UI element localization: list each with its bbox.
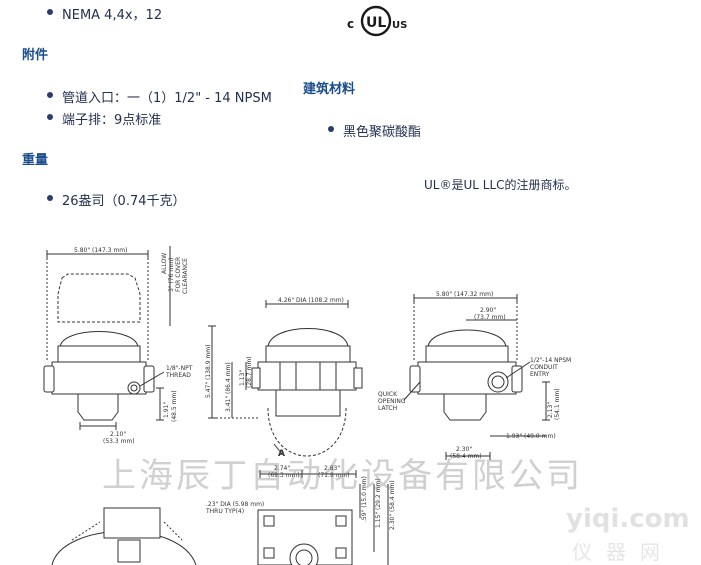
right-latch-label: LATCH xyxy=(378,405,397,412)
ul-logo: c UL US xyxy=(344,4,410,38)
right-base-label: 2.30" xyxy=(456,446,472,453)
weight-heading: 重量 xyxy=(22,153,49,168)
left-base-label: 2.10" xyxy=(110,431,126,438)
ul-us: US xyxy=(392,20,407,31)
left-base-label: (53.3 mm) xyxy=(103,438,135,445)
left-height-label: (48.5 mm) xyxy=(171,390,178,422)
site-cn-watermark: 仪器网 xyxy=(572,540,674,564)
trademark-note: UL®是UL LLC的注册商标。 xyxy=(424,178,577,192)
bottom-v3-label: 2.30" (58.4 mm) xyxy=(389,480,396,530)
right-w2-label: (73.7 mm) xyxy=(474,314,506,321)
right-latch-label: QUICK xyxy=(378,391,398,398)
bullet xyxy=(47,195,53,201)
weight-item: 26盎司（0.74千克） xyxy=(62,194,186,209)
dimension-drawing: 5.80" (147.3 mm) ALLOW 3" (76 mm) FOR CO… xyxy=(43,246,571,565)
materials-heading: 建筑材料 xyxy=(303,82,356,97)
right-offset-label: 1.93" (49.0 mm) xyxy=(506,433,556,440)
right-conduit-label: CONDUIT xyxy=(530,364,558,371)
middle-h1-label: 5.47" (138.9 mm) xyxy=(205,345,212,398)
bottom-v2-label: 1.15" (29.2 mm) xyxy=(375,478,382,528)
middle-marker: A xyxy=(278,449,285,459)
bottom-v1-label: .59" (15.0 mm) xyxy=(361,476,368,522)
ul-letters: UL xyxy=(366,15,386,31)
left-thread-label: THREAD xyxy=(165,372,191,379)
bullet xyxy=(47,92,53,98)
bullet xyxy=(47,9,53,15)
right-height-label: 2.13" xyxy=(547,402,554,418)
middle-w1-label: (69.3 mm) xyxy=(268,472,300,479)
middle-w1-label: 2.74" xyxy=(274,465,290,472)
right-width-label: 5.80" (147.32 mm) xyxy=(436,291,493,298)
middle-w2-label: (71.9 mm) xyxy=(318,472,350,479)
material-item: 黑色聚碳酸酯 xyxy=(343,125,422,140)
middle-w2-label: 2.83" xyxy=(324,465,340,472)
right-conduit-label: ENTRY xyxy=(530,371,550,378)
accessory-item: 管道入口：一（1）1/2" - 14 NPSM xyxy=(62,91,272,106)
ul-c: c xyxy=(347,17,354,31)
right-height-label: (54.1 mm) xyxy=(554,388,561,420)
left-clearance-line: CLEARANCE xyxy=(182,258,189,294)
middle-dia-label: 4.26" DIA (108.2 mm) xyxy=(278,297,344,304)
right-w2-label: 2.90" xyxy=(480,307,496,314)
right-conduit-label: 1/2"-14 NPSM xyxy=(530,357,571,364)
site-watermark: yiqi.com xyxy=(566,504,690,534)
left-clearance-line: ALLOW xyxy=(161,253,168,274)
middle-h3-label: (28.7 mm) xyxy=(246,356,253,388)
accessory-item: 端子排：9点标准 xyxy=(62,113,162,128)
left-height-label: 1.91" xyxy=(163,402,170,418)
left-width-label: 5.80" (147.3 mm) xyxy=(74,247,127,254)
left-clearance-line: 3" (76 mm) xyxy=(168,258,175,292)
rating-item: NEMA 4,4x，12 xyxy=(62,8,163,23)
middle-h3-label: 1.13" xyxy=(239,370,246,386)
bullet xyxy=(47,114,53,120)
accessories-heading: 附件 xyxy=(22,48,49,63)
company-watermark: 上海辰丁自动化设备有限公司 xyxy=(102,456,583,496)
bullet xyxy=(328,126,334,132)
left-thread-label: 1/8"-NPT xyxy=(166,365,193,372)
ul-logo-graphic: c UL US xyxy=(347,5,407,37)
left-clearance-line: FOR COVER xyxy=(175,257,182,292)
right-base-label: (58.4 mm) xyxy=(450,453,482,460)
right-latch-label: OPENING xyxy=(378,398,406,405)
bottom-holes-label: .23" DIA (5.98 mm) xyxy=(206,501,264,508)
middle-h2-label: 3.41" (86.4 mm) xyxy=(225,362,232,412)
bottom-holes-label: THRU TYP(4) xyxy=(205,508,244,515)
